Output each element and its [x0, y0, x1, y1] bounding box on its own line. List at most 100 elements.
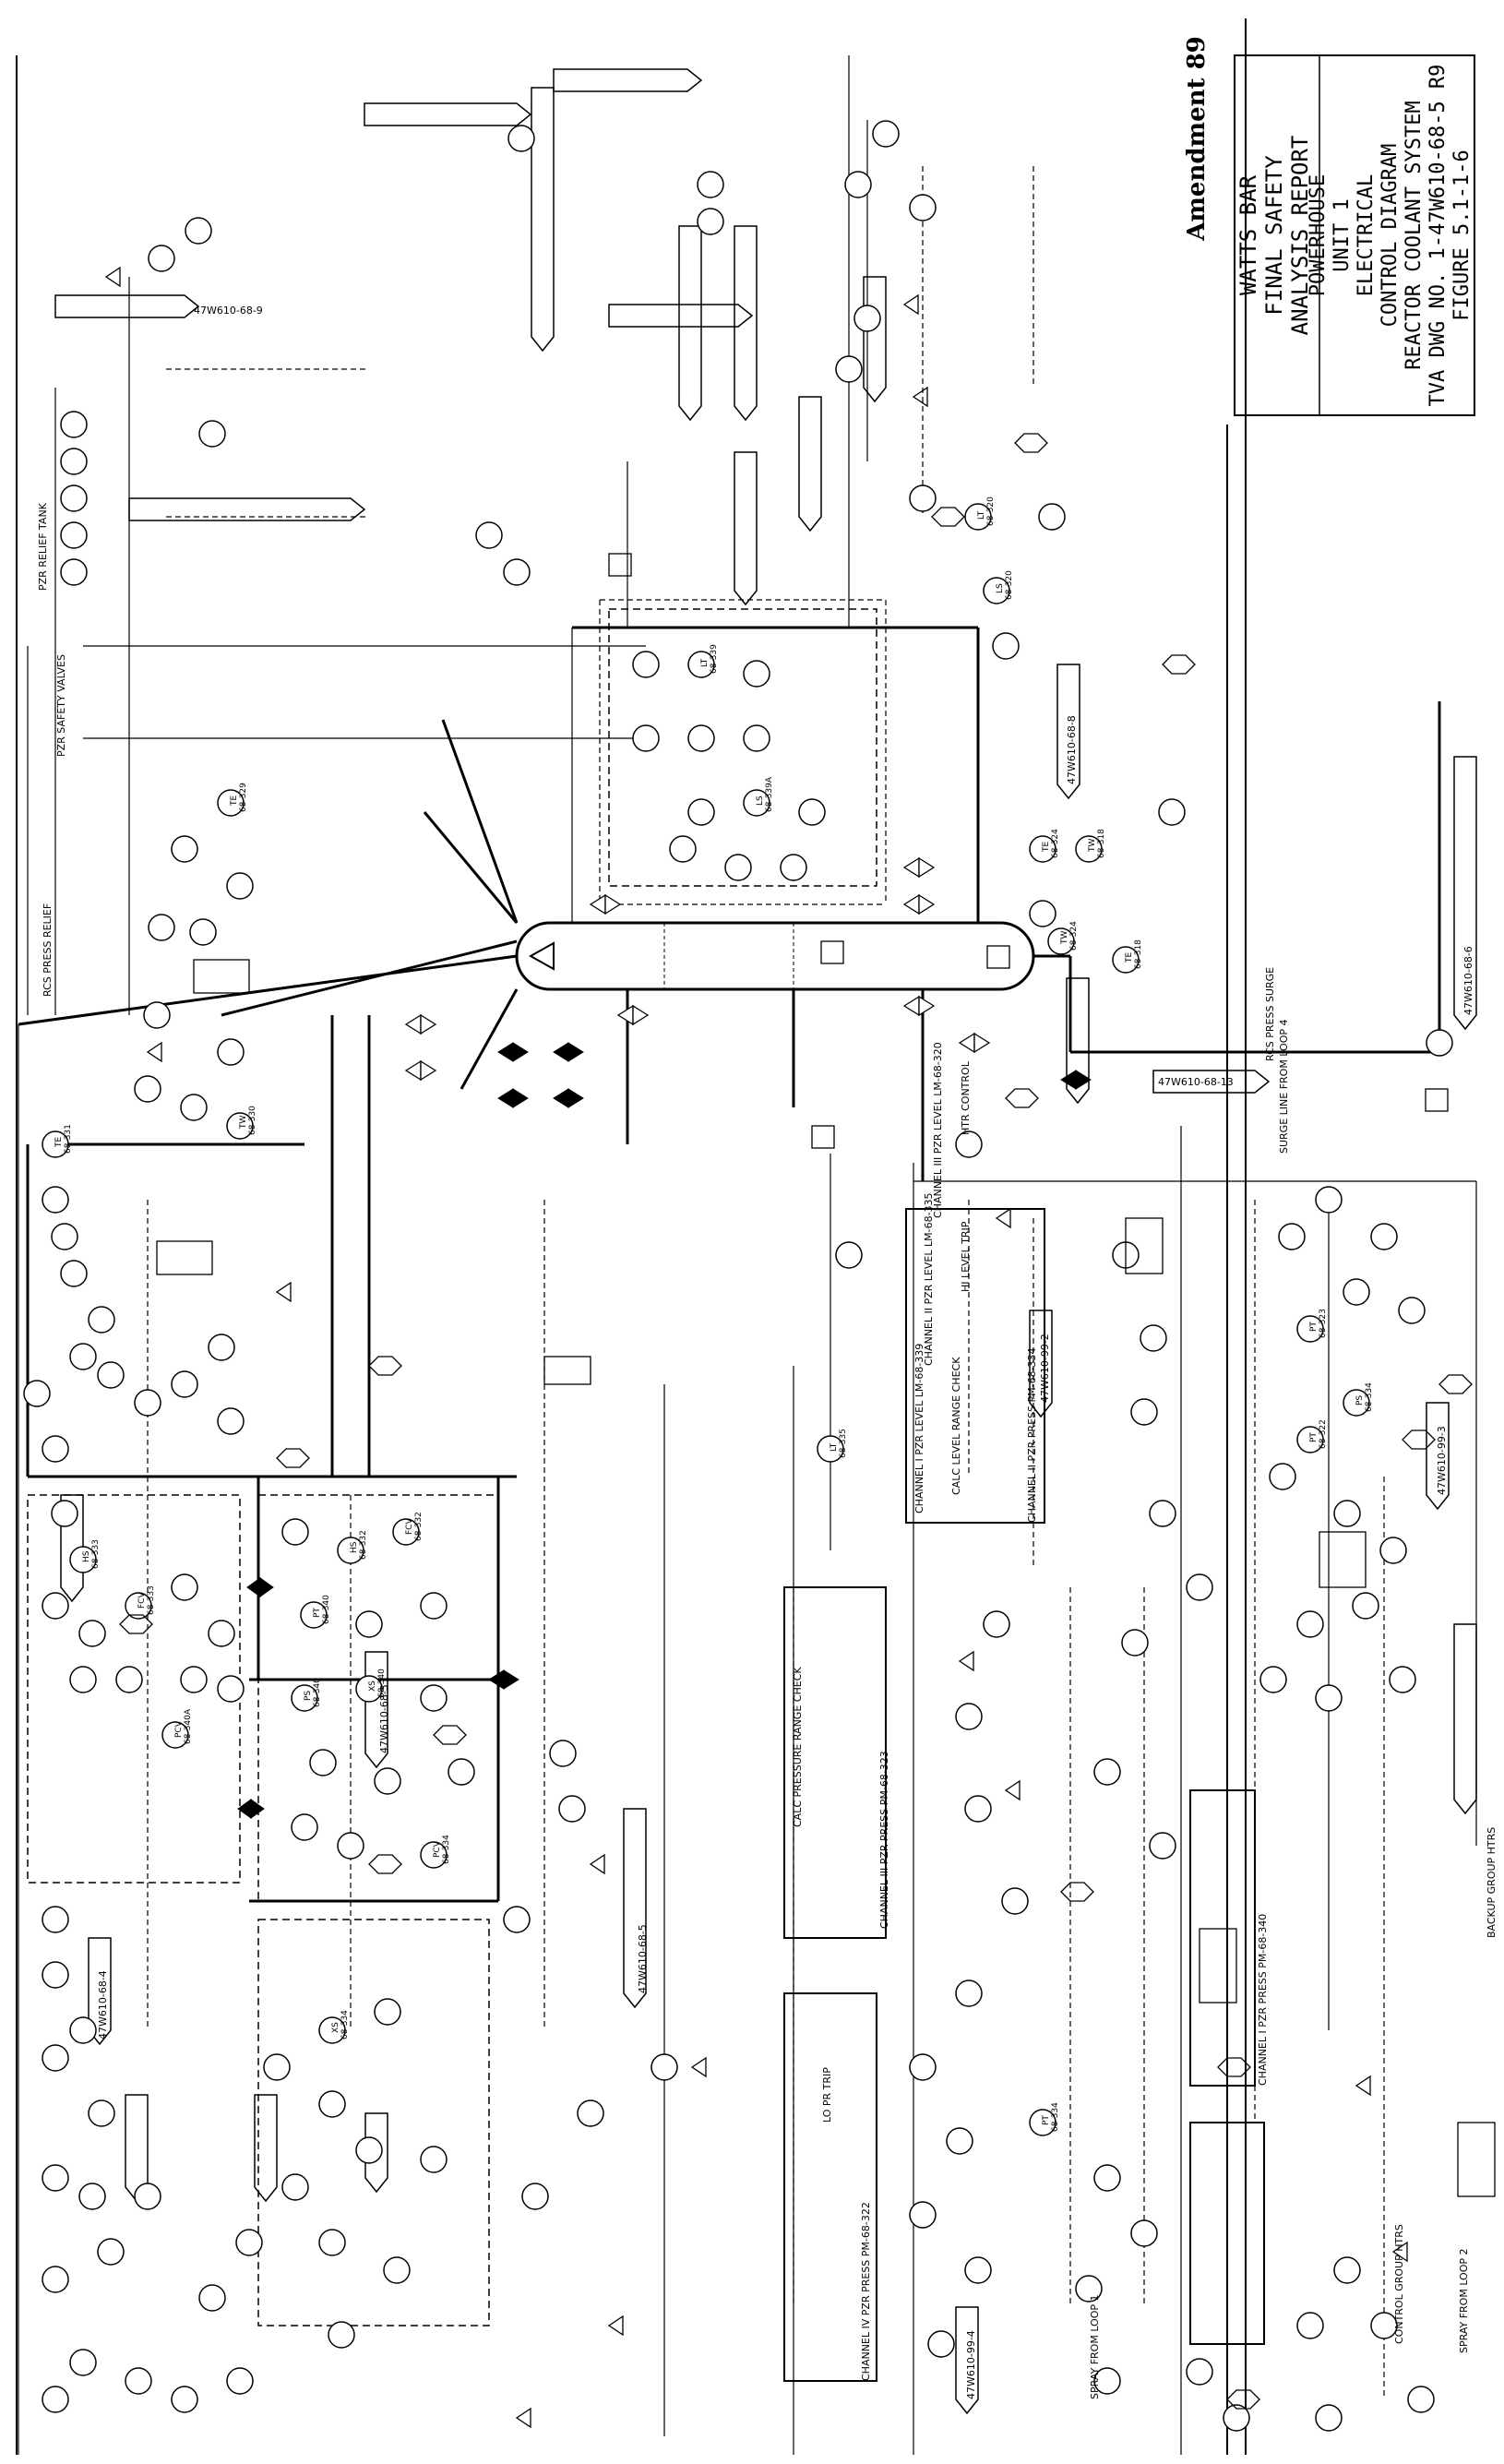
label-safety-valves: PZR SAFETY VALVES: [55, 654, 67, 757]
ref-68-5: 47W610-68-5: [637, 1924, 649, 1993]
label-ch3-press: CHANNEL III PZR PRESS PM-68-323: [878, 1751, 890, 1929]
ref-99-2: 47W610-99-2: [1039, 1334, 1051, 1403]
tag-13: TW: [1060, 931, 1069, 945]
tag-5: LT: [977, 510, 986, 520]
label-ch2-press: CHANNEL II PZR PRESS PM-68-334: [1026, 1347, 1038, 1523]
label-ch1-level: CHANNEL I PZR LEVEL LM-68-339: [913, 1344, 925, 1513]
tag-12: TW: [1088, 839, 1097, 853]
label-level-range: CALC LEVEL RANGE CHECK: [950, 1357, 962, 1495]
num-10: 68-329: [239, 783, 248, 812]
title-line7: CONTROL DIAGRAM: [1379, 144, 1402, 328]
num-14: 68-340: [377, 1669, 387, 1698]
tag-1: PT: [1309, 1322, 1319, 1332]
num-2: 68-322: [1319, 1419, 1328, 1449]
tag-17: HS: [350, 1541, 359, 1553]
num-0: 68-334: [1051, 2102, 1060, 2132]
ref-68-4: 47W610-68-4: [97, 1970, 109, 2039]
label-press-range: CALC PRESSURE RANGE CHECK: [792, 1667, 804, 1827]
instrument-tags: PT 68-334 PT 68-323 PT 68-322 PT 68-340 …: [54, 496, 1374, 2132]
open-valve-symbols: [404, 856, 991, 1082]
tag-25: PS: [1355, 1395, 1365, 1405]
tag-21: PCV: [433, 1840, 442, 1858]
offsheet-flags: [54, 68, 1477, 2415]
title-block: WATTS BAR FINAL SAFETY ANALYSIS REPORT P…: [1234, 54, 1475, 416]
tag-11: TW: [239, 1116, 248, 1130]
ref-68-13: 47W610-68-13: [1158, 1076, 1234, 1088]
label-ch2-level: CHANNEL II PZR LEVEL LM-68-335: [923, 1192, 935, 1366]
title-line8: REACTOR COOLANT SYSTEM: [1403, 101, 1426, 369]
label-lo-pr-trip: LO PR TRIP: [821, 2067, 833, 2123]
tag-23: LS: [996, 583, 1005, 593]
num-12: 68-318: [1097, 829, 1106, 858]
num-1: 68-323: [1319, 1309, 1328, 1338]
ref-99-4: 47W610-99-4: [965, 2330, 977, 2399]
label-hi-level-trip: HI LEVEL TRIP: [960, 1221, 972, 1292]
label-relief-tank: PZR RELIEF TANK: [37, 502, 49, 591]
title-line5: UNIT 1: [1331, 198, 1354, 271]
alarm-triangles: [104, 266, 1408, 2429]
tag-8: TE: [1125, 952, 1134, 963]
title-line9: TVA DWG NO. 1-47W610-68-5 R9: [1426, 65, 1450, 407]
instrument-bubbles: [23, 120, 1453, 2432]
num-7: 68-324: [1051, 829, 1060, 858]
num-17: 68-332: [359, 1530, 368, 1560]
num-25: 68-334: [1365, 1382, 1374, 1412]
title-line10: FIGURE 5.1-1-6: [1450, 150, 1474, 320]
num-16: 68-333: [91, 1539, 101, 1569]
label-surge-line: SURGE LINE FROM LOOP 4: [1278, 1020, 1290, 1154]
num-15: 68-334: [340, 2010, 350, 2039]
label-spray-loop2: SPRAY FROM LOOP 2: [1458, 2249, 1470, 2354]
num-5: 68-320: [986, 496, 996, 526]
drawing-frame: [16, 18, 1247, 2455]
tag-16: HS: [82, 1550, 91, 1562]
tag-3: PT: [313, 1608, 322, 1618]
tag-7: TE: [1042, 842, 1051, 853]
tag-10: TE: [230, 795, 239, 807]
label-rcs-press-relief: RCS PRESS RELIEF: [42, 903, 54, 997]
ref-99-3: 47W610-99-3: [1436, 1426, 1448, 1495]
drawing-annotations: CHANNEL I PZR PRESS PM-68-340 CHANNEL II…: [37, 305, 1498, 2399]
indicator-symbols: [119, 433, 1496, 2410]
num-24: 68-340: [313, 1678, 322, 1707]
tag-9: TE: [54, 1137, 64, 1148]
num-22: 68-339A: [765, 776, 774, 812]
label-rcs-press-surge: RCS PRESS SURGE: [1264, 967, 1276, 1061]
title-line3: ANALYSIS REPORT: [1287, 136, 1313, 336]
num-6: 68-335: [839, 1429, 848, 1458]
label-backup-htrs: BACKUP GROUP HTRS: [1486, 1827, 1498, 1938]
ref-68-3: 47W610-68-3: [378, 1684, 390, 1753]
num-4: 68-339: [710, 644, 719, 674]
tag-14: XS: [368, 1681, 377, 1692]
num-18: 68-332: [414, 1512, 424, 1541]
ref-68-6: 47W610-68-6: [1462, 946, 1474, 1015]
tag-18: FCV: [405, 1518, 414, 1535]
valve-symbols: [237, 1042, 1092, 1819]
num-11: 68-330: [248, 1106, 257, 1135]
num-13: 68-324: [1069, 921, 1079, 951]
num-8: 68-318: [1134, 939, 1143, 969]
tag-22: LS: [756, 795, 765, 806]
channel-rack-boxes: [27, 608, 1265, 2382]
label-ch3-level: CHANNEL III PZR LEVEL LM-68-320: [932, 1042, 944, 1218]
title-line4: POWERHOUSE: [1307, 174, 1330, 296]
amendment-group: Amendment 89: [1183, 36, 1211, 242]
amendment-label: Amendment 89: [1183, 36, 1211, 242]
tag-0: PT: [1042, 2115, 1051, 2125]
tag-4: LT: [700, 658, 710, 667]
num-9: 68-331: [64, 1124, 73, 1154]
label-htr-control: HTR CONTROL: [960, 1060, 972, 1135]
title-line1: WATTS BAR: [1235, 174, 1261, 295]
ref-68-8: 47W610-68-8: [1066, 715, 1078, 784]
title-line2: FINAL SAFETY: [1261, 155, 1287, 316]
label-spray-loop1: SPRAY FROM LOOP 1: [1089, 2295, 1101, 2400]
num-21: 68-334: [442, 1835, 451, 1864]
tag-2: PT: [1309, 1432, 1319, 1442]
label-ch4-press: CHANNEL IV PZR PRESS PM-68-322: [860, 2202, 872, 2381]
ref-68-9: 47W610-68-9: [194, 305, 263, 317]
label-ch1-press: CHANNEL I PZR PRESS PM-68-340: [1257, 1914, 1269, 2086]
num-23: 68-320: [1005, 570, 1014, 600]
tag-20: PCV: [174, 1720, 184, 1738]
tag-6: LT: [830, 1442, 839, 1452]
num-20: 68-340A: [184, 1708, 193, 1744]
title-line6: ELECTRICAL: [1355, 174, 1378, 296]
